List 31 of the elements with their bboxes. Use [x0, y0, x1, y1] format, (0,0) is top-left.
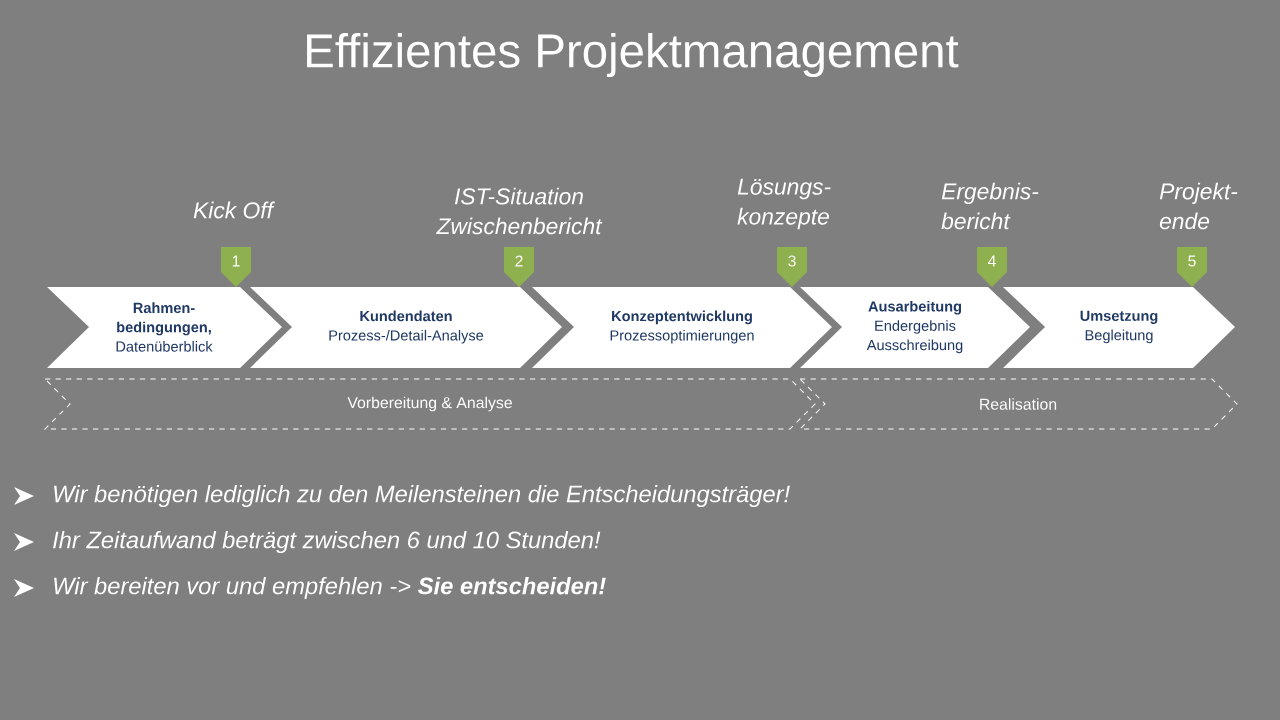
- milestone-badge: 2: [504, 247, 534, 287]
- milestone-label: Kick Off: [193, 201, 275, 219]
- process-chevron: Kundendaten Prozess-/Detail-Analyse: [250, 287, 562, 368]
- milestone-badge: 3: [777, 247, 807, 287]
- node-label: Datenüberblick: [116, 340, 213, 352]
- bullet-text: Wir bereiten vor und empfehlen -> Sie entscheiden!: [54, 576, 606, 600]
- node-label: Endergebnis Ausschreibung: [866, 320, 963, 354]
- process-chevron: Konzeptentwicklung Prozessoptimierungen: [532, 287, 832, 368]
- title: Effizientes Projektmanagement: [307, 32, 959, 78]
- phase-band: Realisation: [798, 378, 1238, 430]
- node-label: Umsetzung: [1080, 310, 1158, 324]
- phase-band: Vorbereitung & Analyse: [43, 378, 816, 430]
- milestone-label: Projekt- ende: [1159, 182, 1238, 230]
- node-label: Ausarbeitung: [868, 300, 962, 315]
- node-label: Rahmen- bedingungen,: [117, 302, 211, 336]
- process-chevron: Umsetzung Begleitung: [1003, 287, 1235, 368]
- node-label: Begleitung: [1085, 329, 1153, 344]
- node-label: Prozess-/Detail-Analyse: [329, 329, 484, 344]
- node-label: Kundendaten: [360, 310, 452, 322]
- milestone-badge: 1: [221, 247, 251, 287]
- milestone-label: Lösungs- konzepte: [737, 178, 831, 230]
- bullet-text: Wir benötigen lediglich zu den Meilensteinen die Entscheidungsträger!: [54, 484, 790, 508]
- process-chevron: Ausarbeitung Endergebnis Ausschreibung: [800, 287, 1030, 368]
- bullet-text: Ihr Zeitaufwand beträgt zwischen 6 und 10 Stunden!: [53, 530, 601, 554]
- node-label: Konzeptentwicklung: [612, 310, 752, 325]
- process-chevron: Rahmen- bedingungen, Datenüberblick: [47, 287, 282, 368]
- node-label: Prozessoptimierungen: [610, 329, 754, 344]
- milestone-label: IST-Situation Zwischenbericht: [436, 187, 603, 235]
- milestone-badge: 4: [977, 247, 1007, 287]
- milestone-badge: 5: [1177, 247, 1207, 287]
- milestone-label: Ergebnis- bericht: [941, 182, 1039, 230]
